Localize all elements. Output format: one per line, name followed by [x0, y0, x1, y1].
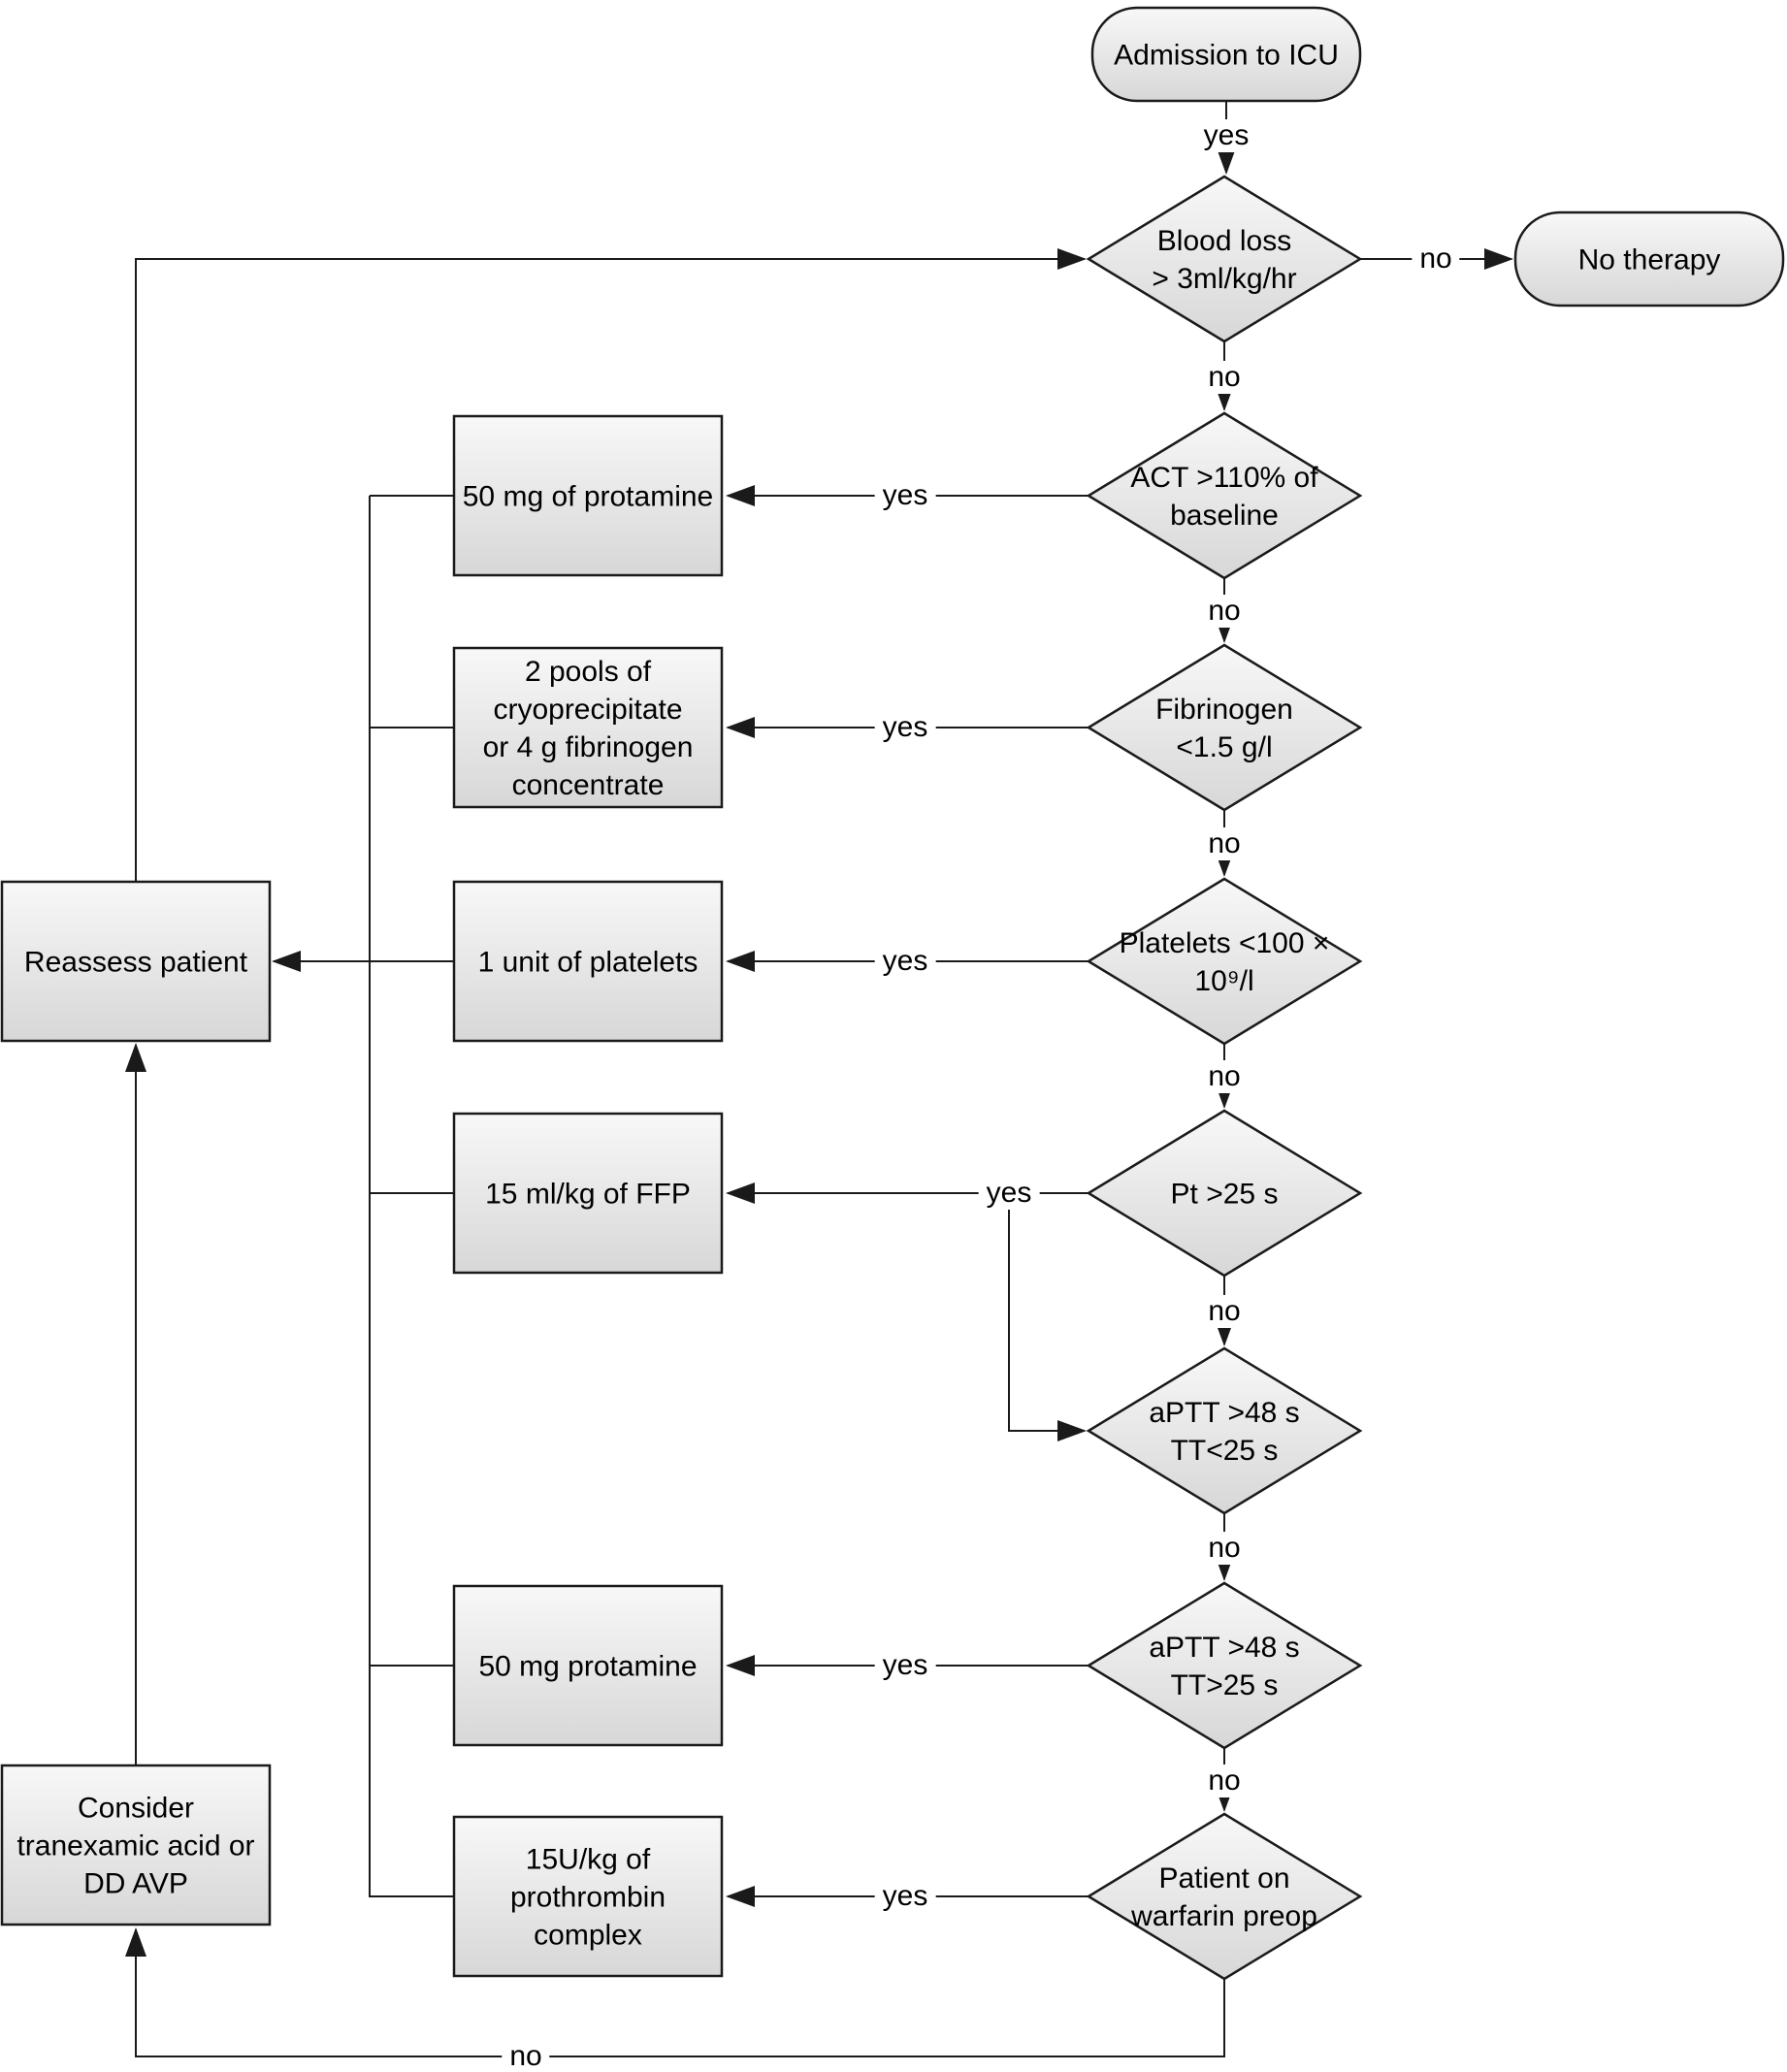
node-protamine-50-of-label: 50 mg of protamine — [462, 480, 714, 513]
edge-label-no-pt: no — [1200, 1060, 1249, 1093]
node-admission-label: Admission to ICU — [1114, 39, 1339, 72]
edge-reassess-bloodloss — [135, 248, 1087, 881]
pt-diamond — [1086, 1109, 1363, 1278]
node-no-therapy-label: No therapy — [1577, 243, 1721, 276]
node-blood-loss-label: Blood loss > 3ml/kg/hr — [1152, 225, 1297, 295]
edge-label-yes-unit: yes — [874, 945, 936, 978]
platelet-unit-box — [452, 880, 724, 1043]
aptt-tt-low-diamond — [1086, 1346, 1363, 1515]
act-diamond — [1086, 411, 1363, 580]
edge-label-no-bottom: no — [502, 2040, 550, 2072]
node-prothrombin-label: 15U/kg of prothrombin complex — [509, 1843, 666, 1952]
node-aptt-tt-high-label: aPTT >48 s TT>25 s — [1149, 1632, 1300, 1701]
edge-label-no-fibrinogen: no — [1200, 595, 1249, 628]
platelets-diamond — [1086, 877, 1363, 1046]
node-ffp-label: 15 ml/kg of FFP — [485, 1178, 691, 1211]
edge-label-yes-protamine: yes — [874, 479, 936, 512]
protamine-50-of-box — [452, 414, 724, 577]
node-shapes — [0, 6, 1785, 1981]
node-act-label: ACT >110% of baseline — [1130, 462, 1318, 532]
edge-label-yes-cryo: yes — [874, 711, 936, 744]
node-pt-label: Pt >25 s — [1170, 1178, 1279, 1211]
node-cryo-label: 2 pools of cryoprecipitate or 4 g fibrin… — [482, 656, 694, 801]
node-reassess-label: Reassess patient — [23, 946, 248, 979]
protamine-50-box — [452, 1584, 724, 1747]
node-fibrinogen-label: Fibrinogen <1.5 g/l — [1155, 694, 1293, 763]
connector-lines — [125, 101, 1513, 2057]
edge-label-no-apttlow: no — [1200, 1295, 1249, 1328]
node-consider-label: Consider tranexamic acid or DD AVP — [16, 1792, 255, 1900]
edge-label-yes-protamine50: yes — [874, 1649, 936, 1682]
edge-warfarin-consider — [125, 1927, 1225, 2057]
edge-label-yes-prothrombin: yes — [874, 1880, 936, 1913]
trunk-line — [369, 496, 454, 1897]
reassess-box — [0, 880, 272, 1043]
edge-apttlow-ffp — [1008, 1193, 1087, 1441]
warfarin-diamond — [1086, 1812, 1363, 1981]
aptt-tt-high-diamond — [1086, 1581, 1363, 1750]
fibrinogen-diamond — [1086, 643, 1363, 812]
consider-box — [0, 1764, 272, 1926]
node-protamine-50-label: 50 mg protamine — [478, 1650, 698, 1683]
node-platelet-unit-label: 1 unit of platelets — [477, 946, 699, 979]
node-platelets-label: Platelets <100 × 10⁹/l — [1119, 927, 1330, 997]
admission-shape — [1090, 6, 1362, 103]
node-aptt-tt-low-label: aPTT >48 s TT<25 s — [1149, 1397, 1300, 1467]
edge-label-yes-ffp: yes — [978, 1177, 1040, 1210]
edge-label-no-notherapy: no — [1412, 243, 1460, 275]
node-warfarin-label: Patient on warfarin preop — [1131, 1862, 1317, 1932]
prothrombin-box — [452, 1815, 724, 1978]
ffp-box — [452, 1112, 724, 1275]
blood-loss-diamond — [1086, 175, 1363, 343]
edge-label-no-act: no — [1200, 361, 1249, 394]
edge-label-no-platelets: no — [1200, 827, 1249, 860]
edge-label-no-aptthigh: no — [1200, 1532, 1249, 1565]
edge-label-yes-admission: yes — [1195, 119, 1257, 152]
cryo-box — [452, 646, 724, 809]
no-therapy-shape — [1513, 210, 1785, 308]
edge-label-no-warfarin: no — [1200, 1764, 1249, 1797]
